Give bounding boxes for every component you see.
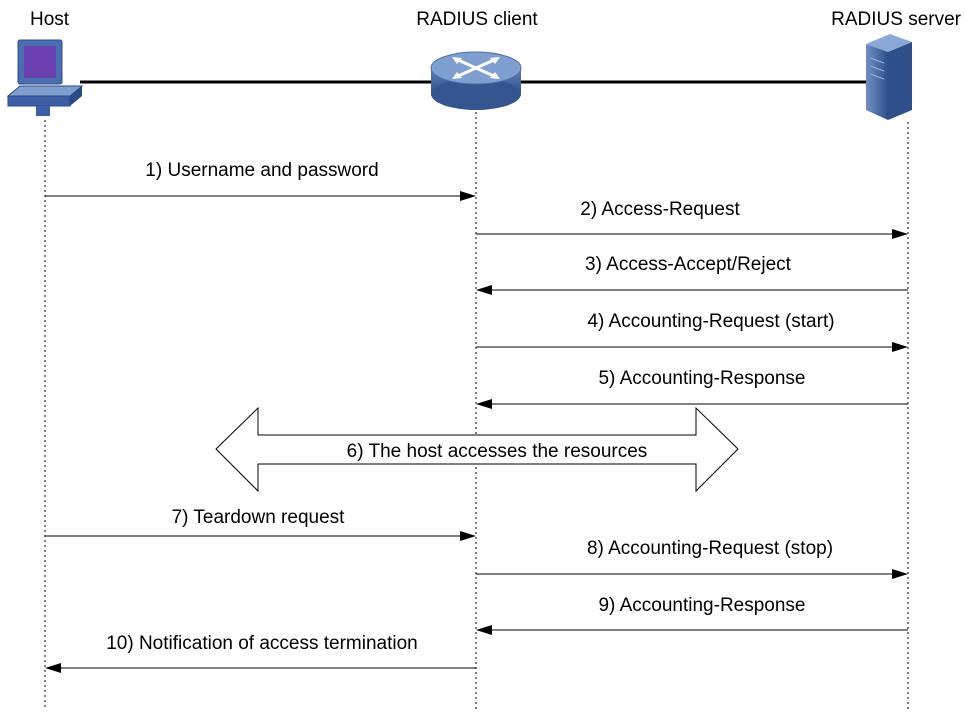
server-tower-icon: [866, 34, 912, 120]
message-arrow-3: [476, 285, 908, 295]
message-label-9: 9) Accounting-Response: [598, 595, 805, 616]
message-label-7: 7) Teardown request: [172, 507, 346, 528]
message-label-1: 1) Username and password: [145, 160, 378, 181]
message-block-arrow-6: [215, 406, 739, 493]
desktop-computer-icon: [6, 39, 84, 116]
message-label-10: 10) Notification of access termination: [106, 633, 418, 654]
entity-label-client: RADIUS client: [416, 9, 538, 30]
message-arrow-2: [476, 229, 908, 239]
message-arrow-4: [476, 342, 908, 352]
message-arrow-8: [476, 569, 908, 579]
entity-label-server: RADIUS server: [831, 9, 962, 30]
message-label-6: 6) The host accesses the resources: [347, 441, 648, 462]
message-arrow-5: [476, 399, 908, 409]
message-label-5: 5) Accounting-Response: [598, 368, 805, 389]
message-arrow-10: [45, 663, 476, 673]
entity-label-host: Host: [30, 9, 70, 30]
message-label-2: 2) Access-Request: [580, 199, 740, 220]
router-icon: [430, 51, 522, 110]
message-arrow-7: [45, 531, 476, 541]
message-arrow-1: [45, 191, 476, 201]
message-label-3: 3) Access-Accept/Reject: [585, 254, 792, 275]
message-label-8: 8) Accounting-Request (stop): [587, 538, 833, 559]
message-label-4: 4) Accounting-Request (start): [587, 311, 834, 332]
message-arrow-9: [476, 625, 908, 635]
